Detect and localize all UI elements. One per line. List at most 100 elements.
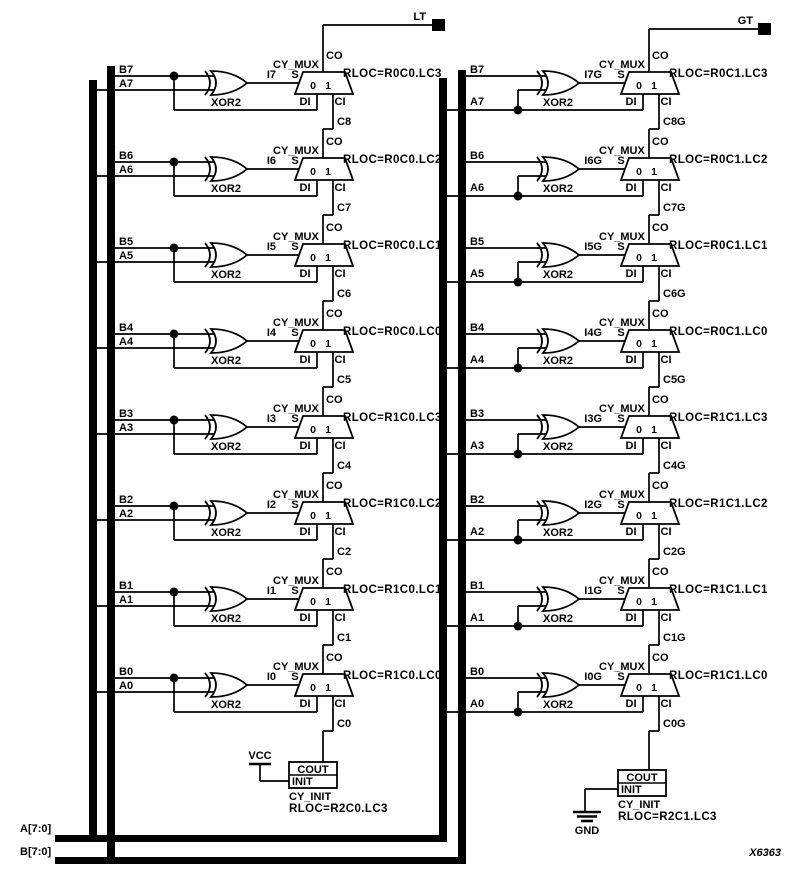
mux-input-1-label: 1 [325,338,331,350]
co-pin-label: CO [652,308,669,320]
mux-input-0-label: 0 [636,424,642,436]
carry-net-label: C1G [663,632,686,644]
cy-init-rloc-label: RLOC=R2C1.LC3 [618,811,717,823]
co-pin-label: CO [326,566,343,578]
xor-output-net-label: I1 [267,585,276,597]
junction-dot [513,277,523,287]
junction-dot [169,501,179,511]
init-pin-label: INIT [621,784,642,796]
rloc-label: RLOC=R0C0.LC3 [343,68,442,80]
b-net-label: B0 [470,666,484,678]
carry-net-label: C8G [663,116,686,128]
xor-output-net-label: I4G [584,327,602,339]
cy-mux-body [293,415,355,439]
xor2-label: XOR2 [543,699,573,711]
mux-input-1-label: 1 [325,682,331,694]
di-pin-label: DI [300,698,311,710]
xor2-label: XOR2 [211,269,241,281]
co-pin-label: CO [326,136,343,148]
a-net-label: A5 [119,250,133,262]
cy-mux-body [293,329,355,353]
ci-pin-label: CI [335,612,346,624]
mux-input-0-label: 0 [636,80,642,92]
xor2-label: XOR2 [211,441,241,453]
mux-input-0-label: 0 [310,338,316,350]
xor-gate-leading-arc [536,414,543,440]
s-pin-label: S [617,499,624,511]
s-pin-label: S [617,241,624,253]
a-net-label: A0 [470,698,484,710]
carry-net-label: C0G [663,718,686,730]
xor-output-net-label: I1G [584,585,602,597]
cy-mux-body [619,673,681,697]
s-pin-label: S [291,69,298,81]
xor-gate-body [541,156,581,182]
cy-mux-body [293,587,355,611]
xor-gate-body [209,500,249,526]
b-net-label: B4 [119,322,134,334]
xor-output-net-label: I0 [267,671,276,683]
ci-pin-label: CI [661,268,672,280]
cy-mux-body [293,71,355,95]
input-buses: A[7:0]B[7:0] [20,66,466,864]
a-net-label: A1 [119,594,133,606]
s-pin-label: S [617,327,624,339]
cy-mux-label: CY_MUX [599,145,646,157]
xor-gate-body [541,586,581,612]
a-net-label: A3 [470,440,484,452]
b-net-label: B4 [470,322,485,334]
xor-output-net-label: I6 [267,155,276,167]
cy-mux-label: CY_MUX [599,403,646,415]
s-pin-label: S [617,69,624,81]
junction-dot [169,157,179,167]
junction-dot [513,191,523,201]
a-net-label: A3 [119,422,133,434]
a-net-label: A6 [470,182,484,194]
xor-gate-body [209,156,249,182]
cy-mux-body [619,71,681,95]
carry-net-label: C4G [663,460,686,472]
bus-bar-a-left [89,80,97,842]
di-pin-label: DI [626,354,637,366]
cy-mux-body [293,501,355,525]
xor-gate-leading-arc [536,586,543,612]
junction-dot [169,329,179,339]
mux-input-0-label: 0 [636,682,642,694]
ci-pin-label: CI [661,440,672,452]
ci-pin-label: CI [661,182,672,194]
b-net-label: B6 [470,150,484,162]
xor2-label: XOR2 [211,183,241,195]
rloc-label: RLOC=R0C0.LC0 [343,326,442,338]
junction-dot [513,105,523,115]
junction-dot [169,415,179,425]
cy-mux-label: CY_MUX [599,231,646,243]
xor-output-net-label: I7G [584,69,602,81]
rloc-label: RLOC=R1C0.LC0 [343,670,442,682]
rloc-label: RLOC=R0C1.LC0 [669,326,768,338]
xor-output-net-label: I5 [267,241,276,253]
xor-gate-leading-arc [204,500,211,526]
bus-bar-b-middle [458,70,466,864]
carry-net-label: C4 [337,460,352,472]
xor-gate-body [209,414,249,440]
a-net-label: A2 [470,526,484,538]
co-pin-label: CO [326,308,343,320]
rloc-label: RLOC=R1C1.LC0 [669,670,768,682]
b-net-label: B2 [119,494,133,506]
xor-gate-leading-arc [204,672,211,698]
carry-net-label: C2 [337,546,351,558]
b-net-label: B0 [119,666,133,678]
di-pin-label: DI [300,612,311,624]
mux-input-0-label: 0 [310,424,316,436]
mux-input-0-label: 0 [310,166,316,178]
xor2-label: XOR2 [211,613,241,625]
xor-gate-leading-arc [536,70,543,96]
